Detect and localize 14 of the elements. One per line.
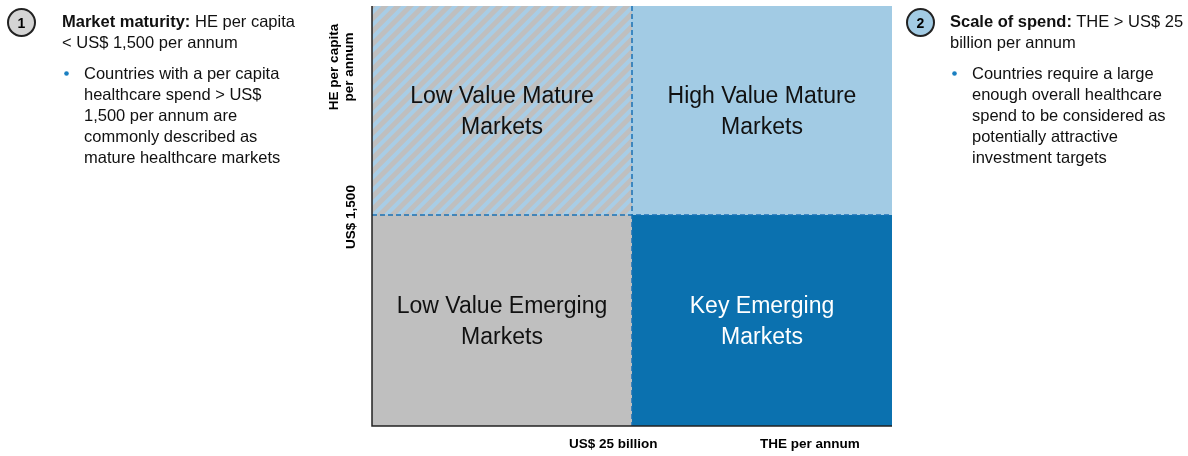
number-badge: 1: [7, 8, 36, 37]
bullet-text: Countries require a large enough overall healthcare spend to be considered as potentially attractive investment targets: [972, 63, 1167, 168]
axis-label: US$ 1,500: [343, 184, 358, 251]
axis-label: THE per annum: [760, 436, 860, 451]
criterion-heading: Market maturity: HE per capita < US$ 1,500 per annum: [62, 11, 296, 53]
quadrant-label: Low Value Mature Markets: [409, 80, 595, 141]
quadrant-label: High Value Mature Markets: [666, 80, 858, 141]
axis-label: US$ 25 billion: [569, 436, 658, 451]
quadrant-label: Low Value Emerging Markets: [395, 290, 609, 351]
criterion-heading: Scale of spend: THE > US$ 25 billion per annum: [950, 11, 1185, 53]
quadrant-label: Key Emerging Markets: [688, 290, 836, 351]
axis-label: HE per capita per annum: [326, 22, 356, 113]
number-badge: 2: [906, 8, 935, 37]
bullet-text: Countries with a per capita healthcare spend > US$ 1,500 per annum are commonly described as mature healthcare markets: [84, 63, 282, 168]
